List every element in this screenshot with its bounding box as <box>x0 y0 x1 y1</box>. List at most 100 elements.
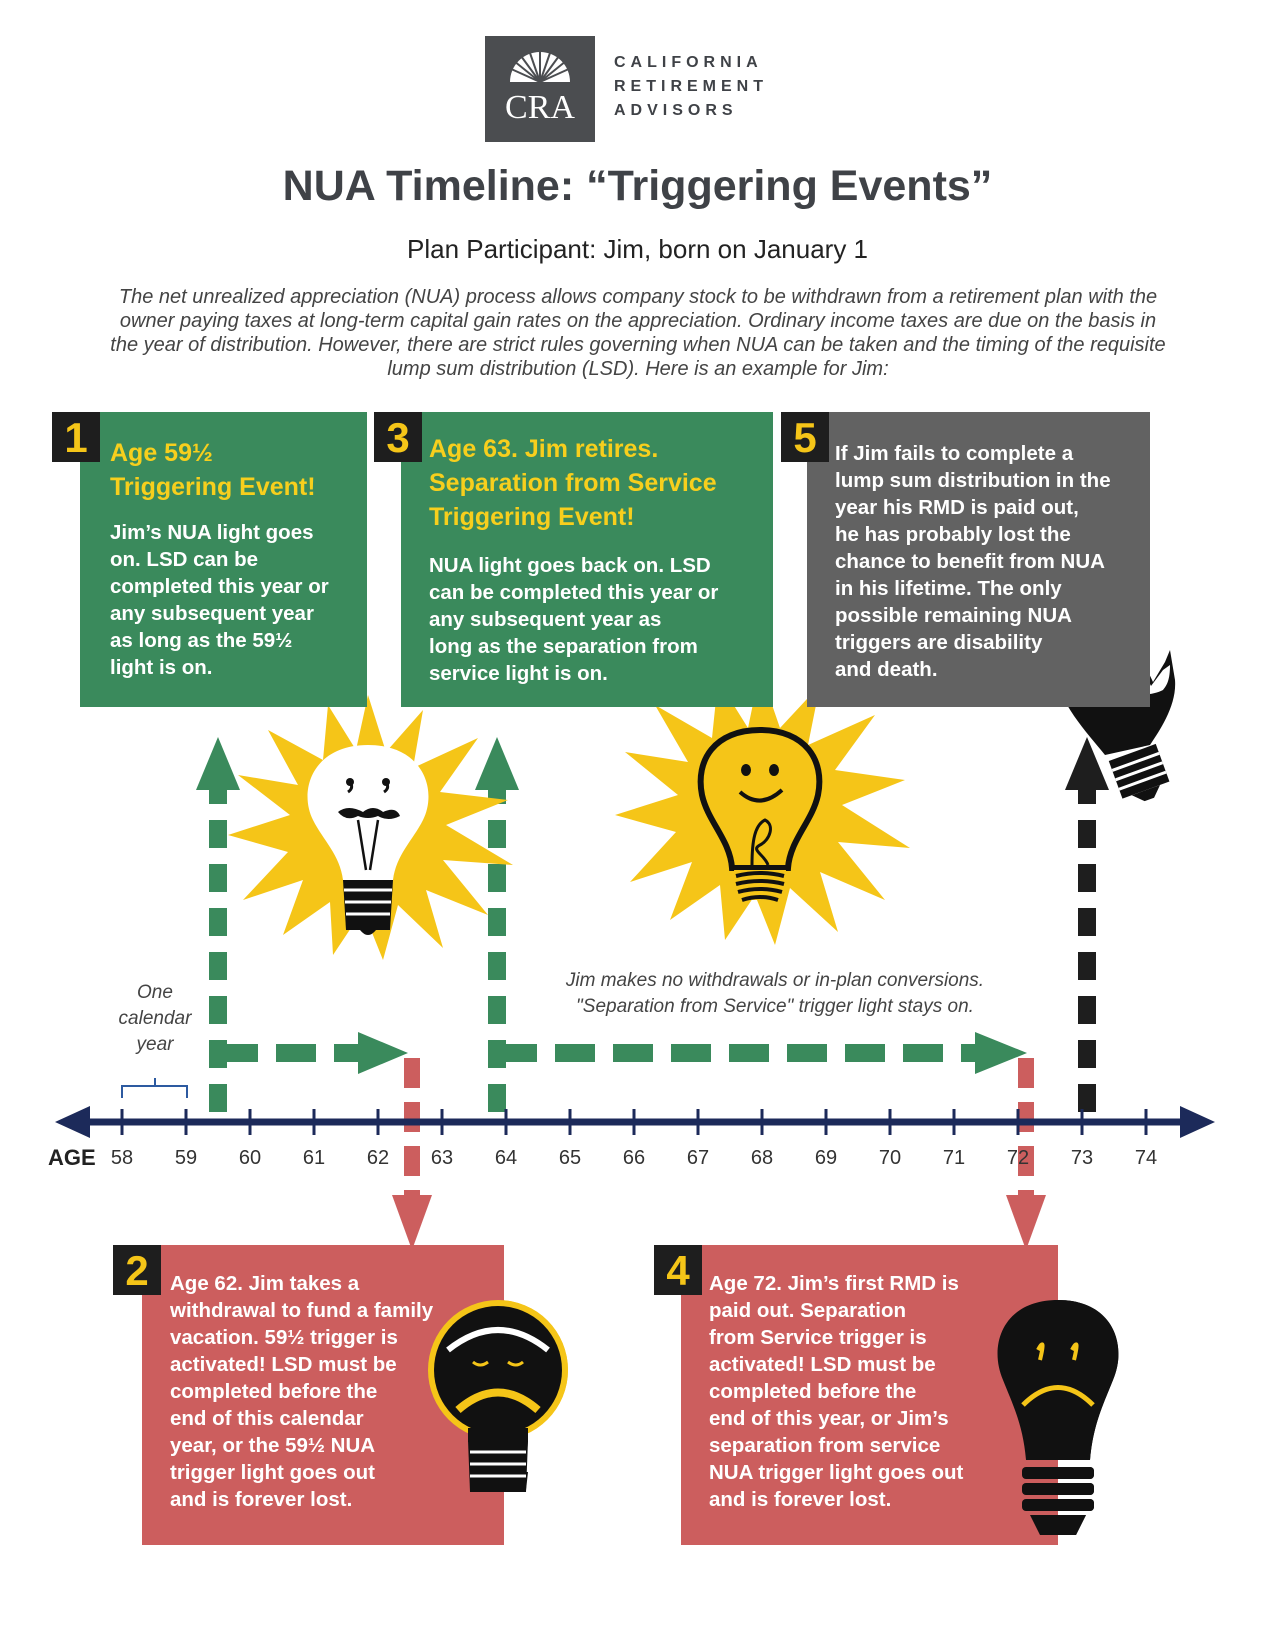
age-tick-label: 64 <box>494 1147 518 1169</box>
event-1-body-line: light is on. <box>110 656 213 679</box>
separation-note-line: Jim makes no withdrawals or in-plan conv… <box>565 970 985 991</box>
event-2-box: Age 62. Jim takes a withdrawal to fund a… <box>142 1245 504 1545</box>
event-4-body-line: and is forever lost. <box>709 1488 892 1511</box>
event-3-box: Age 63. Jim retires. Separation from Ser… <box>401 412 773 707</box>
sun-bulb-smile-icon <box>615 670 910 945</box>
event-5-body-line: he has probably lost the <box>835 523 1071 546</box>
event-1-right-arrow-head <box>358 1032 408 1074</box>
event-3-body-line: any subsequent year as <box>429 608 662 631</box>
company-name-line-2: RETIREMENT <box>614 78 768 95</box>
event-1-body: Jim’s NUA light goes on. LSD can be comp… <box>110 519 329 681</box>
event-2-body-line: activated! LSD must be <box>170 1353 397 1376</box>
calendar-note-line: calendar <box>118 1008 192 1029</box>
age-tick-label: 58 <box>110 1147 134 1169</box>
event-4-body-line: activated! LSD must be <box>709 1353 936 1376</box>
event-4-body-line: from Service trigger is <box>709 1326 927 1349</box>
event-5-up-arrow-head <box>1065 737 1109 790</box>
event-3-right-arrow-head <box>975 1032 1027 1074</box>
event-5-body-line: chance to benefit from NUA <box>835 550 1105 573</box>
event-1-heading-line-2: Triggering Event! <box>110 473 316 501</box>
timeline-left-arrow <box>55 1106 90 1138</box>
age-tick-label: 74 <box>1134 1147 1158 1169</box>
sunrise-icon <box>508 52 572 83</box>
event-5-body-line: in his lifetime. The only <box>835 577 1062 600</box>
calendar-note-line: One <box>137 982 173 1003</box>
event-1-box: Age 59½ Triggering Event! Jim’s NUA ligh… <box>80 412 367 707</box>
event-3-body-line: long as the separation from <box>429 635 698 658</box>
event-2-body-line: year, or the 59½ NUA <box>170 1434 376 1457</box>
event-1-body-line: completed this year or <box>110 575 329 598</box>
event-2-body-line: vacation. 59½ trigger is <box>170 1326 398 1349</box>
age-tick-label: 63 <box>430 1147 454 1169</box>
age-tick-label: 70 <box>878 1147 902 1169</box>
event-1-heading-line-1: Age 59½ <box>110 439 213 467</box>
event-3-heading-line-3: Triggering Event! <box>429 503 635 531</box>
event-2-body-line: completed before the <box>170 1380 378 1403</box>
event-2-body-line: end of this calendar <box>170 1407 364 1430</box>
event-1-up-arrow-head <box>196 737 240 790</box>
event-3-heading: Age 63. Jim retires. Separation from Ser… <box>429 432 717 534</box>
age-tick-label: 68 <box>750 1147 774 1169</box>
event-1-heading: Age 59½ Triggering Event! <box>110 436 316 504</box>
event-4-body-line: completed before the <box>709 1380 917 1403</box>
event-3-body-line: can be completed this year or <box>429 581 719 604</box>
event-2-body: Age 62. Jim takes a withdrawal to fund a… <box>170 1270 433 1513</box>
event-3-body-line: service light is on. <box>429 662 608 685</box>
intro-paragraph: The net unrealized appreciation (NUA) pr… <box>110 286 1166 380</box>
event-3-heading-line-2: Separation from Service <box>429 469 717 497</box>
event-1-number: 1 <box>52 412 100 462</box>
event-2-body-line: Age 62. Jim takes a <box>170 1272 360 1295</box>
age-tick-label: 59 <box>174 1147 198 1169</box>
age-tick-label: 62 <box>366 1147 390 1169</box>
event-4-body-line: NUA trigger light goes out <box>709 1461 964 1484</box>
sun-bulb-mustache-icon <box>228 695 513 960</box>
event-2-number: 2 <box>113 1245 161 1295</box>
event-4-body-line: Age 72. Jim’s first RMD is <box>709 1272 959 1295</box>
sad-bulb-overlay <box>428 1300 568 1492</box>
event-4-body: Age 72. Jim’s first RMD is paid out. Sep… <box>709 1270 963 1513</box>
event-5-body-line: lump sum distribution in the <box>835 469 1111 492</box>
page-subtitle: Plan Participant: Jim, born on January 1 <box>406 234 869 264</box>
event-4-body-line: separation from service <box>709 1434 941 1457</box>
event-1-body-line: on. LSD can be <box>110 548 259 571</box>
event-3-heading-line-1: Age 63. Jim retires. <box>429 435 659 463</box>
separation-note-line: "Separation from Service" trigger light … <box>576 996 974 1017</box>
event-4-box: Age 72. Jim’s first RMD is paid out. Sep… <box>681 1245 1058 1545</box>
separation-note: Jim makes no withdrawals or in-plan conv… <box>520 968 1030 1020</box>
company-name-line-1: CALIFORNIA <box>614 54 763 71</box>
event-3-up-arrow-head <box>475 737 519 790</box>
logo-text: CRA <box>505 89 575 126</box>
event-5-body-line: and death. <box>835 658 938 681</box>
timeline-right-arrow <box>1180 1106 1215 1138</box>
age-tick-label: 61 <box>302 1147 326 1169</box>
event-2-down-arrow-head <box>392 1195 432 1250</box>
logo-mark: CRA <box>485 36 595 142</box>
event-2-body-line: and is forever lost. <box>170 1488 353 1511</box>
sad-bulb-overlay-2 <box>997 1300 1119 1535</box>
calendar-note-line: year <box>136 1034 174 1055</box>
page-title: NUA Timeline: “Triggering Events” <box>282 162 993 210</box>
age-tick-label: 67 <box>686 1147 710 1169</box>
age-tick-label: 73 <box>1070 1147 1094 1169</box>
event-2-body-line: withdrawal to fund a family <box>170 1299 434 1322</box>
age-tick-label: 60 <box>238 1147 262 1169</box>
event-5-number: 5 <box>781 412 829 462</box>
event-5-body-line: If Jim fails to complete a <box>835 442 1074 465</box>
event-2-body-line: trigger light goes out <box>170 1461 375 1484</box>
event-1-body-line: as long as the 59½ <box>110 629 293 652</box>
event-3-number: 3 <box>374 412 422 462</box>
event-5-body-line: possible remaining NUA <box>835 604 1072 627</box>
age-tick-label: 69 <box>814 1147 838 1169</box>
event-3-body: NUA light goes back on. LSD can be compl… <box>429 552 718 687</box>
age-tick-label: 71 <box>942 1147 966 1169</box>
event-1-body-line: Jim’s NUA light goes <box>110 521 314 544</box>
event-4-body-line: paid out. Separation <box>709 1299 907 1322</box>
calendar-year-note: One calendar year <box>105 980 205 1058</box>
age-tick-label: 65 <box>558 1147 582 1169</box>
event-5-body-line: triggers are disability <box>835 631 1043 654</box>
age-axis-title: AGE <box>48 1145 96 1170</box>
age-tick-label: 72 <box>1006 1147 1030 1169</box>
event-4-body-line: end of this year, or Jim’s <box>709 1407 949 1430</box>
event-5-box: If Jim fails to complete a lump sum dist… <box>807 412 1150 707</box>
age-tick-label: 66 <box>622 1147 646 1169</box>
